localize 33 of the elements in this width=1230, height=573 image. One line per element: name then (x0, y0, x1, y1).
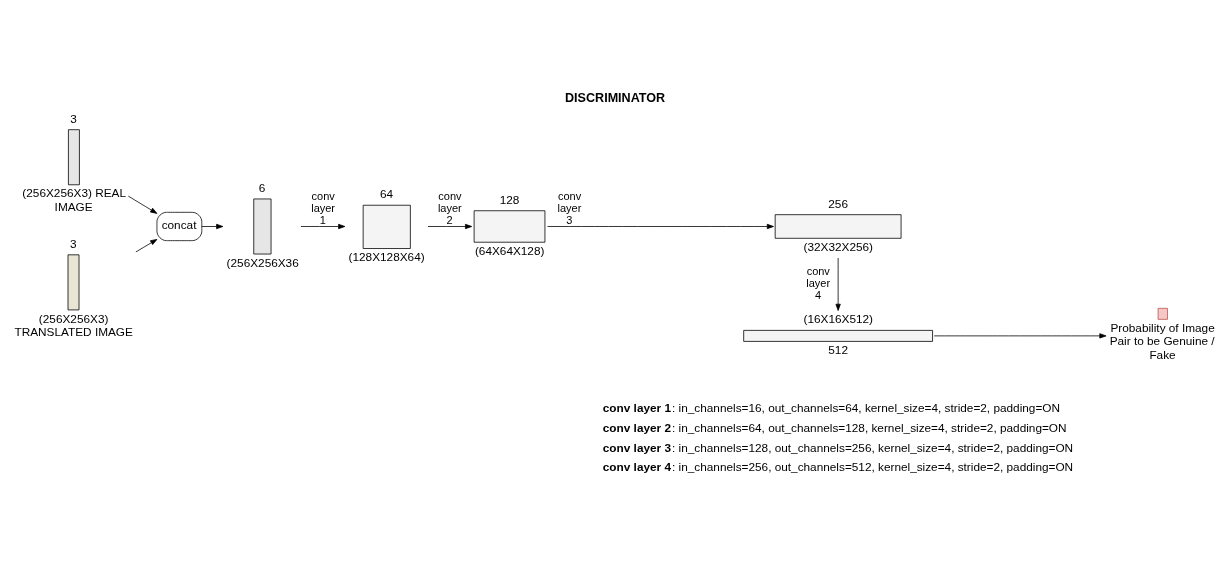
label: conv layer 3: in_channels=128, out_channels=256, kernel_size=4, stride=2, padding=ON (602, 440, 1074, 455)
arrow (427, 223, 473, 230)
arrow (300, 223, 346, 230)
arrow (933, 333, 1107, 339)
label: conv layer 1: in_channels=16, out_channels=64, kernel_size=4, stride=2, padding=ON (602, 401, 1060, 416)
node-label: 256 (828, 196, 848, 211)
node-box: concat (156, 211, 203, 242)
arrow (201, 223, 224, 230)
arrow (835, 257, 841, 311)
node-label: 6 (258, 180, 266, 195)
node-label: (256X256X3) TRANSLATED IMAGE (14, 311, 133, 339)
label: conv layer 2: in_channels=64, out_channels=128, kernel_size=4, stride=2, padding=ON (602, 420, 1067, 435)
edge-label: conv layer 2 (437, 189, 462, 226)
diagram-title: DISCRIMINATOR (565, 90, 666, 105)
node-label: (128X128X64) (348, 250, 425, 265)
node-label: 128 (499, 192, 520, 207)
node-label: 3 (70, 111, 77, 126)
node-label: 512 (828, 342, 848, 357)
node-label: (32X32X256) (803, 239, 874, 254)
edge-label: conv layer 4 (806, 265, 831, 302)
edge-label: conv layer 3 (557, 189, 582, 226)
node-label: (256X256X3) REAL IMAGE (22, 186, 126, 214)
node-label: Probability of Image Pair to be Genuine / Fake (1109, 320, 1215, 362)
label: conv layer 4: in_channels=256, out_channels=512, kernel_size=4, stride=2, padding=ON (602, 460, 1074, 475)
node-label: 64 (380, 187, 394, 202)
node-label: (256X256X36 (226, 255, 299, 270)
node-label: (64X64X128) (474, 243, 545, 258)
node-label: (16X16X512) (803, 312, 874, 327)
edge-label: conv layer 1 (311, 189, 336, 226)
arrow (127, 195, 158, 214)
arrow (135, 239, 158, 253)
node-label: 3 (69, 236, 77, 251)
arrow (547, 223, 774, 230)
